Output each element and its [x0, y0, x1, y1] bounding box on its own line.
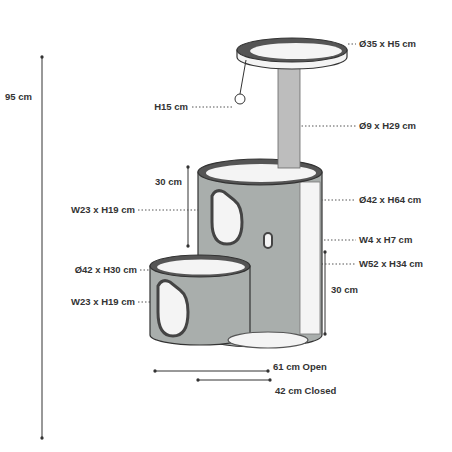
- dimension-label: Ø42 x H64 cm: [359, 194, 421, 206]
- dimension-label: 95 cm: [5, 91, 32, 103]
- dimension-label: Ø9 x H29 cm: [359, 120, 416, 132]
- dimension-label: W23 x H19 cm: [71, 204, 135, 216]
- dimension-label: Ø42 x H30 cm: [75, 264, 137, 276]
- dimension-label: 42 cm Closed: [275, 385, 336, 397]
- dimension-label: 61 cm Open: [273, 361, 327, 373]
- dimension-label: Ø35 x H5 cm: [359, 38, 416, 50]
- dimension-label: H15 cm: [154, 101, 188, 113]
- dimension-label: 30 cm: [155, 176, 182, 188]
- dimension-label: W52 x H34 cm: [359, 258, 423, 270]
- dimension-label: W4 x H7 cm: [359, 234, 412, 246]
- dimension-label: W23 x H19 cm: [71, 296, 135, 308]
- dimension-label: 30 cm: [331, 284, 358, 296]
